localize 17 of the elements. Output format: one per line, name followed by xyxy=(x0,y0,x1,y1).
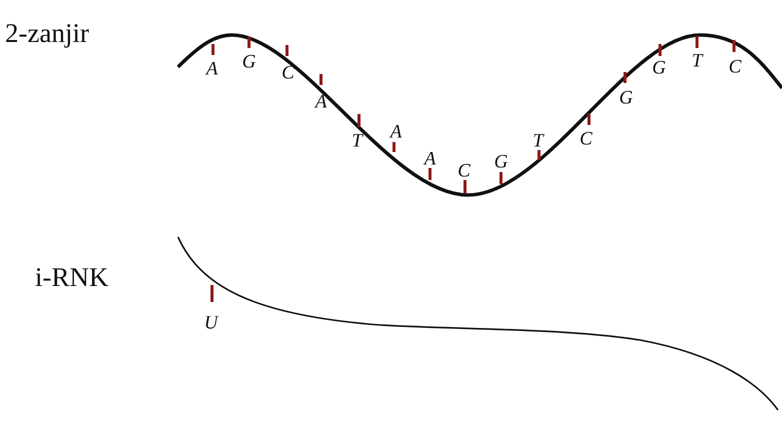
nucleotide-letter: C xyxy=(458,162,470,180)
nucleotide-letter: A xyxy=(315,92,327,112)
strand-label: i-RNK xyxy=(35,264,108,291)
nucleotide-letter: T xyxy=(692,52,702,70)
strand-label: 2-zanjir xyxy=(5,20,89,47)
nucleotide-letter: T xyxy=(352,132,362,150)
nucleotide-letter: A xyxy=(206,60,218,78)
nucleotide-letter: G xyxy=(242,52,256,72)
nucleotide-letter: A xyxy=(390,122,402,142)
nucleotide-letter: C xyxy=(728,58,742,76)
nucleotide-letter: G xyxy=(619,88,633,108)
nucleotide-letter: A xyxy=(424,150,436,168)
nucleotide-letter: G xyxy=(494,152,508,172)
nucleotide-letter: G xyxy=(652,58,666,78)
nucleotide-letter: C xyxy=(580,130,592,148)
nucleotide-letter: T xyxy=(532,132,544,150)
nucleotide-letter: U xyxy=(204,314,218,332)
